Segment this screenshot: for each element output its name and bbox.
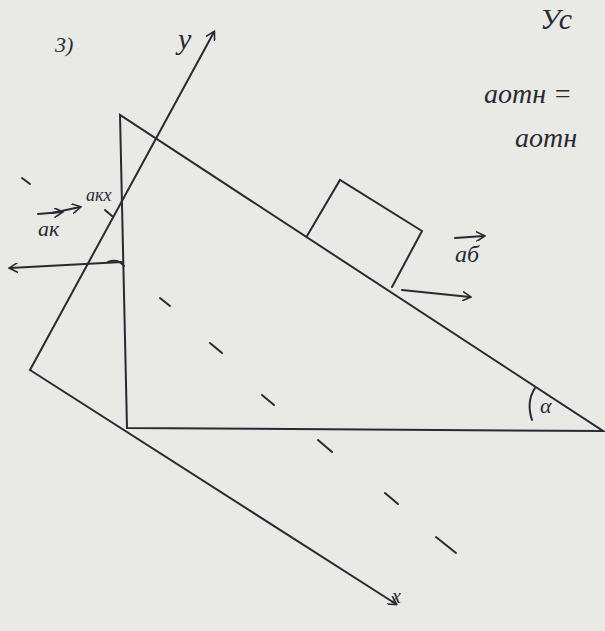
angle-label: α [540,395,552,417]
component-label: aкx [86,186,111,204]
vector-bar [38,212,62,214]
wedge-acceleration-arrow [10,262,122,268]
problem-number: 3) [55,34,73,56]
y-axis [30,32,214,370]
equation-text: aотн [515,124,577,152]
equation-text: aотн = [484,80,572,108]
axis-label: x [392,586,401,606]
vector-label: aк [38,218,59,240]
x-axis [30,370,396,604]
vector-label: aб [455,242,479,266]
axis-label: y [178,24,191,54]
wedge [120,115,603,431]
tick [22,178,30,184]
dashed-line [160,298,456,553]
note-text: Ус [540,4,572,34]
angle-arc [108,261,124,266]
vector-bar [455,236,484,238]
block [307,180,422,287]
block-acceleration-arrow [402,290,470,297]
tick [105,210,112,216]
angle-arc [530,388,535,420]
